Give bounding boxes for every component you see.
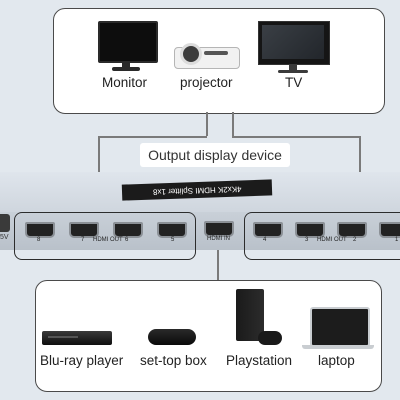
set-top-box-icon	[148, 327, 198, 349]
playstation-label: Playstation	[226, 353, 293, 368]
output-device-label: Output display device	[140, 143, 290, 167]
monitor-icon	[96, 21, 158, 73]
hdmi-port[interactable]	[69, 222, 99, 238]
port-number: 2	[353, 237, 357, 243]
projector-label: projector	[180, 75, 233, 90]
port-number: 3	[305, 237, 309, 243]
hdmi-port[interactable]	[295, 222, 325, 238]
monitor-label: Monitor	[102, 75, 148, 90]
hdmi-out-label: HDMI OUT	[317, 237, 347, 243]
tv-label: TV	[285, 75, 303, 90]
hdmi-in-port[interactable]	[204, 221, 234, 237]
port-number: 7	[81, 237, 85, 243]
hdmi-port[interactable]	[157, 222, 187, 238]
projector-icon	[174, 41, 240, 71]
connector-line	[232, 112, 234, 136]
port-number: 1	[395, 237, 399, 243]
connector-line	[98, 136, 207, 138]
splitter-badge-text: 4Kx2K HDMI Splitter 1x8	[152, 184, 242, 197]
connector-line	[217, 250, 219, 280]
port-number: 4	[263, 237, 267, 243]
set-top-box-label: set-top box	[140, 353, 207, 368]
hdmi-out-group-right: 4 3 2 1 HDMI OUT	[244, 212, 400, 260]
hdmi-out-group-left: 8 7 6 5 HDMI OUT	[14, 212, 196, 260]
port-number: 8	[37, 237, 41, 243]
hdmi-port[interactable]	[253, 222, 283, 238]
port-number: 5	[171, 237, 175, 243]
tv-icon	[258, 21, 330, 75]
port-number: 6	[125, 237, 129, 243]
connector-line	[206, 112, 208, 136]
connector-line	[232, 136, 360, 138]
blu-ray-player-icon	[42, 329, 114, 349]
input-devices-panel: Blu-ray player set-top box Playstation l…	[35, 280, 382, 392]
hdmi-out-label: HDMI OUT	[93, 237, 123, 243]
playstation-icon	[232, 289, 286, 353]
splitter-front-panel	[0, 212, 400, 250]
laptop-icon	[302, 307, 376, 351]
dc-power-port	[0, 214, 10, 232]
hdmi-port[interactable]	[25, 222, 55, 238]
hdmi-port[interactable]	[113, 222, 143, 238]
output-devices-panel: Monitor projector TV	[53, 8, 385, 114]
laptop-label: laptop	[318, 353, 355, 368]
hdmi-port[interactable]	[379, 222, 400, 238]
hdmi-in-label: HDMI IN	[207, 236, 230, 242]
hdmi-port[interactable]	[337, 222, 367, 238]
blu-ray-player-label: Blu-ray player	[40, 353, 124, 368]
dc-label: 5V	[0, 234, 9, 241]
